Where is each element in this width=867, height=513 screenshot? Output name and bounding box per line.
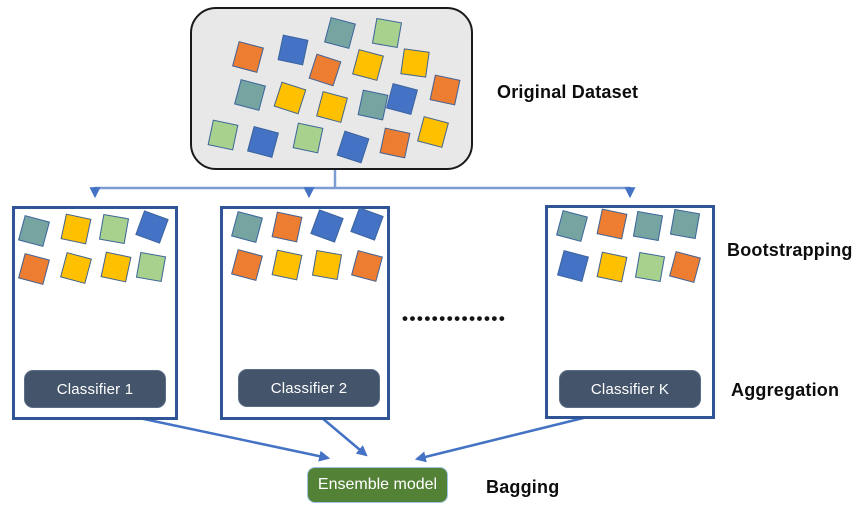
data-sample-diamond [634, 251, 665, 282]
data-sample-diamond [632, 210, 663, 241]
data-sample-diamond [98, 213, 129, 244]
data-sample-diamond [349, 206, 384, 241]
data-sample-diamond [556, 249, 589, 282]
data-sample-diamond [351, 48, 384, 81]
data-sample-diamond [134, 209, 169, 244]
data-sample-diamond [207, 119, 238, 150]
data-sample-diamond [309, 208, 344, 243]
data-sample-diamond [385, 82, 418, 115]
data-sample-diamond [371, 17, 402, 48]
data-sample-diamond [135, 251, 166, 282]
data-sample-diamond [350, 249, 383, 282]
data-sample-diamond [17, 252, 50, 285]
data-sample-diamond [308, 53, 341, 86]
data-sample-diamond [668, 250, 701, 283]
data-sample-diamond [277, 34, 308, 65]
data-sample-diamond [311, 249, 342, 280]
data-sample-diamond [357, 89, 388, 120]
aggregation-label: Aggregation [731, 380, 840, 400]
original-dataset-label: Original Dataset [497, 82, 639, 102]
data-sample-diamond [233, 78, 266, 111]
data-sample-diamond [17, 214, 50, 247]
classifier-1-node: Classifier 1 [24, 370, 166, 408]
data-sample-diamond [230, 248, 263, 281]
data-sample-diamond [596, 208, 627, 239]
data-sample-diamond [336, 130, 369, 163]
data-sample-diamond [399, 47, 430, 78]
data-sample-diamond [416, 115, 449, 148]
classifier-k-node: Classifier K [559, 370, 701, 408]
data-sample-diamond [100, 251, 131, 282]
ellipsis-dots: •••••••••••••• [402, 309, 507, 328]
ensemble-model-node: Ensemble model [307, 467, 448, 503]
data-sample-diamond [555, 209, 588, 242]
data-sample-diamond [315, 90, 348, 123]
data-sample-diamond [60, 213, 91, 244]
data-sample-diamond [323, 16, 356, 49]
data-sample-diamond [669, 208, 700, 239]
data-sample-diamond [246, 125, 279, 158]
data-sample-diamond [59, 251, 92, 284]
data-sample-diamond [292, 122, 323, 153]
data-sample-diamond [271, 249, 302, 280]
classifier-2-node: Classifier 2 [238, 369, 380, 407]
data-sample-diamond [273, 81, 306, 114]
data-sample-diamond [379, 127, 410, 158]
bootstrapping-label: Bootstrapping [727, 240, 853, 260]
data-sample-diamond [271, 211, 302, 242]
bagging-label: Bagging [486, 477, 560, 497]
data-sample-diamond [231, 40, 264, 73]
data-sample-diamond [230, 210, 263, 243]
data-sample-diamond [429, 74, 460, 105]
data-sample-diamond [596, 251, 627, 282]
